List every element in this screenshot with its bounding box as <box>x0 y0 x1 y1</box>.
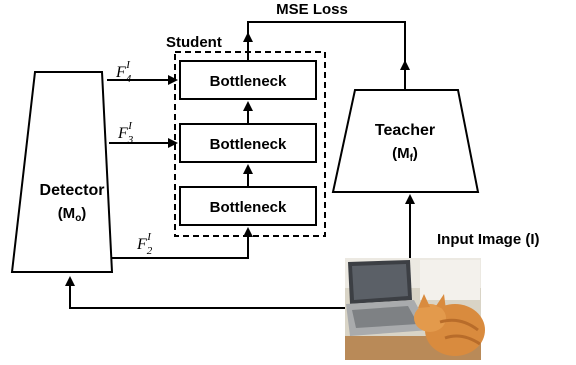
bottleneck-block-top <box>179 60 317 100</box>
teacher-symbol: (Mf) <box>392 145 418 164</box>
input-image-label: Input Image (I) <box>437 231 540 248</box>
feature-f2-label: F2I <box>136 231 153 257</box>
bottleneck-label-middle: Bottleneck <box>210 136 287 153</box>
teacher-block <box>331 89 480 193</box>
bottleneck-label-top: Bottleneck <box>210 73 287 90</box>
feature-f4-label: F4I <box>115 59 132 85</box>
mse-loss-label: MSE Loss <box>276 1 348 18</box>
feature-f2-arrow <box>112 227 253 259</box>
input-to-detector-arrow <box>65 276 345 309</box>
teacher-label: Teacher <box>375 122 435 139</box>
feature-f3-label: F3I <box>117 120 134 146</box>
student-label: Student <box>166 34 222 51</box>
bottleneck-label-bottom: Bottleneck <box>210 199 287 216</box>
detector-block <box>10 71 114 273</box>
bottleneck-block-middle <box>179 123 317 163</box>
detector-symbol: (Mo) <box>58 205 87 224</box>
input-image <box>345 258 485 360</box>
detector-label: Detector <box>40 182 105 199</box>
